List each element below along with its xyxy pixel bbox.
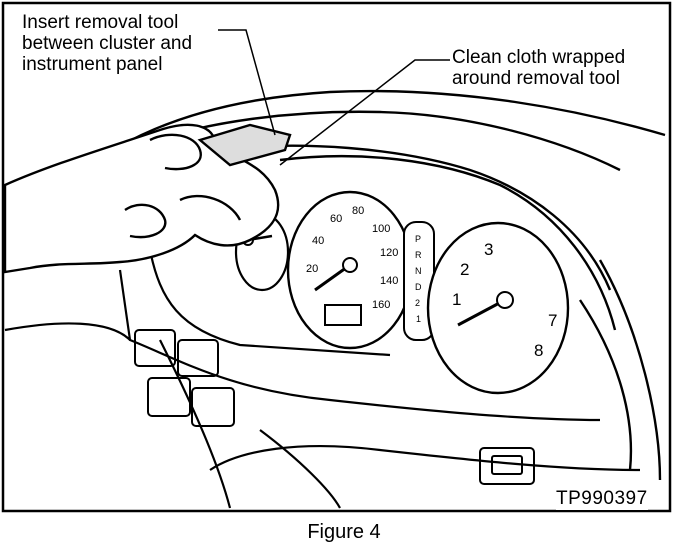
speedometer-tick: 40 <box>312 235 324 247</box>
reference-code: TP990397 <box>556 488 648 510</box>
switch-panel <box>134 329 235 427</box>
tachometer-tick: 1 <box>452 290 461 309</box>
gear-letter: 2 <box>415 298 420 308</box>
tachometer-tick: 2 <box>460 260 469 279</box>
figure-caption: Figure 4 <box>307 521 381 543</box>
gear-letter: R <box>415 250 422 260</box>
odometer-window <box>324 304 362 326</box>
tachometer-tick: 7 <box>548 311 557 330</box>
figure-frame <box>1 1 672 513</box>
right-switch <box>479 447 535 485</box>
gear-letter: 1 <box>416 314 421 324</box>
tachometer-tick: 3 <box>484 240 493 259</box>
gear-indicator: P R N D 2 1 <box>403 221 435 341</box>
callout-leaders <box>218 29 450 166</box>
speedometer-tick: 20 <box>306 263 318 275</box>
hand-with-removal-tool <box>3 123 292 274</box>
gear-letter: N <box>415 266 422 276</box>
dashboard-left <box>4 249 641 509</box>
speedometer-tick: 60 <box>330 213 342 225</box>
callout-insert-removal-tool: Insert removal tool between cluster and … <box>22 12 193 75</box>
gear-letter: P <box>415 234 421 244</box>
speedometer-tick: 100 <box>372 223 390 235</box>
callout-clean-cloth: Clean cloth wrapped around removal tool <box>452 47 626 89</box>
tachometer-tick: 8 <box>534 341 543 360</box>
speedometer-tick: 120 <box>380 247 398 259</box>
speedometer: 20 40 60 80 100 120 140 160 <box>286 190 414 350</box>
speedometer-tick: 160 <box>372 299 390 311</box>
tachometer: 1 2 3 7 8 <box>426 221 570 395</box>
gear-letter: D <box>415 282 422 292</box>
speedometer-tick: 140 <box>380 275 398 287</box>
speedometer-tick: 80 <box>352 205 364 217</box>
